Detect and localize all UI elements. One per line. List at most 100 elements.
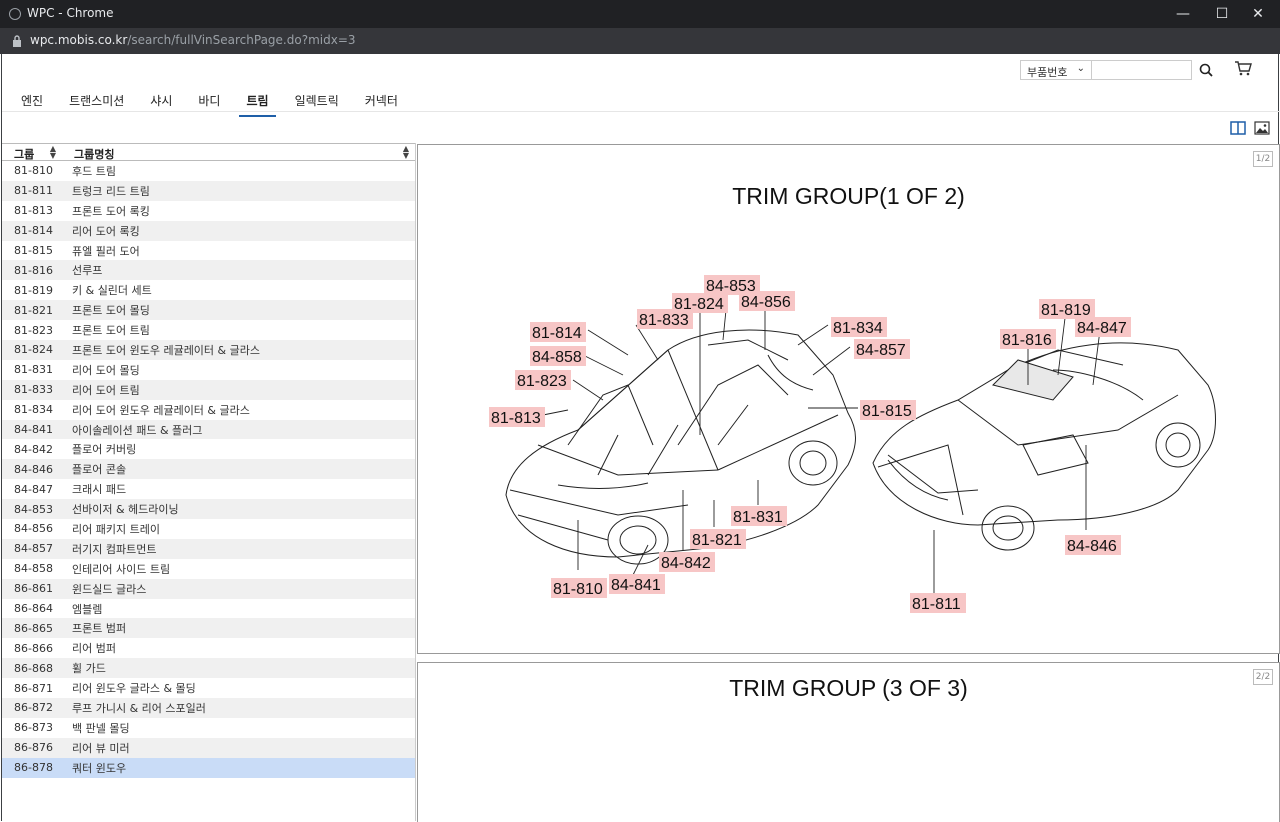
callout-84-856[interactable]: 84-856 [739,291,795,311]
svg-text:84-856: 84-856 [741,294,791,311]
svg-text:84-847: 84-847 [1077,320,1127,337]
group-code: 86-868 [14,661,53,675]
image-view-icon[interactable] [1254,120,1272,136]
callout-84-858[interactable]: 84-858 [530,346,586,366]
callout-81-821[interactable]: 81-821 [690,529,746,549]
lock-icon [13,35,21,47]
group-name: 프론트 도어 윈도우 레귤레이터 & 글라스 [72,343,260,357]
search-icon[interactable] [1194,60,1218,80]
chevron-down-icon: ⌄ [1076,63,1085,74]
group-name: 리어 패키지 트레이 [72,522,160,536]
callout-81-813[interactable]: 81-813 [489,407,545,427]
group-column-header[interactable]: 그룹▲▼ [14,144,56,162]
group-code: 84-846 [14,462,53,476]
tab-electric[interactable]: 일렉트릭 [294,94,339,108]
svg-text:81-819: 81-819 [1041,302,1091,319]
maximize-button[interactable]: ☐ [1215,6,1229,22]
svg-text:81-813: 81-813 [491,410,541,427]
svg-text:81-831: 81-831 [733,509,783,526]
callout-84-853[interactable]: 84-853 [704,275,760,295]
view-toggle [1224,120,1272,136]
diagram-panel-1: 1/2 TRIM GROUP(1 OF 2) [417,144,1280,654]
tab-body[interactable]: 바디 [198,94,221,108]
search-input[interactable] [1092,60,1192,80]
callout-84-841[interactable]: 84-841 [609,574,665,594]
callout-81-833[interactable]: 81-833 [637,309,693,329]
callout-81-834[interactable]: 81-834 [831,317,887,337]
group-name: 프론트 범퍼 [72,622,127,636]
search-type-select[interactable]: 부품번호⌄ [1020,60,1092,80]
callout-81-815[interactable]: 81-815 [860,400,916,420]
group-code: 86-871 [14,681,53,695]
callout-81-819[interactable]: 81-819 [1039,299,1095,319]
callout-81-810[interactable]: 81-810 [551,578,607,598]
callout-84-846[interactable]: 84-846 [1065,535,1121,555]
close-button[interactable]: ✕ [1252,6,1264,22]
group-code: 81-811 [14,184,53,198]
callout-81-814[interactable]: 81-814 [530,322,586,342]
chrome-icon [9,8,21,20]
callout-84-857[interactable]: 84-857 [854,339,910,359]
tab-chassis[interactable]: 샤시 [150,94,173,108]
tab-trim[interactable]: 트림 [239,88,276,117]
group-name: 리어 범퍼 [72,642,116,656]
group-name: 프론트 도어 몰딩 [72,304,150,318]
group-code: 84-841 [14,423,53,437]
group-name: 러기지 컴파트먼트 [72,542,157,556]
callout-81-816[interactable]: 81-816 [1000,329,1056,349]
minimize-button[interactable]: — [1176,6,1190,22]
tab-transmission[interactable]: 트랜스미션 [69,94,125,108]
tab-engine[interactable]: 엔진 [21,94,44,108]
group-name: 루프 가니시 & 리어 스포일러 [72,701,206,715]
group-name: 퓨엘 필러 도어 [72,244,140,258]
callout-84-847[interactable]: 84-847 [1075,317,1131,337]
group-code: 84-856 [14,522,53,536]
tab-connector[interactable]: 커넥터 [364,94,398,108]
url-text[interactable]: wpc.mobis.co.kr/search/fullVinSearchPage… [30,33,356,47]
cart-icon[interactable] [1234,60,1254,80]
page-badge: 2/2 [1253,669,1273,685]
group-name: 리어 도어 몰딩 [72,363,140,377]
callout-81-823[interactable]: 81-823 [515,370,571,390]
group-name-column-header[interactable]: 그룹명칭▲▼ [74,144,409,162]
svg-text:81-816: 81-816 [1002,332,1052,349]
split-view-icon[interactable] [1230,120,1248,136]
callout-84-842[interactable]: 84-842 [659,552,715,572]
callout-81-831[interactable]: 81-831 [731,506,787,526]
group-name: 플로어 콘솔 [72,463,127,477]
callout-81-824[interactable]: 81-824 [672,293,728,313]
list-item[interactable]: 84-856 리어 패키지 트레이 [2,519,415,539]
address-bar[interactable]: wpc.mobis.co.kr/search/fullVinSearchPage… [0,28,1280,54]
list-item[interactable]: 84-846 플로어 콘솔 [2,459,415,480]
callout-81-811[interactable]: 81-811 [910,593,966,613]
